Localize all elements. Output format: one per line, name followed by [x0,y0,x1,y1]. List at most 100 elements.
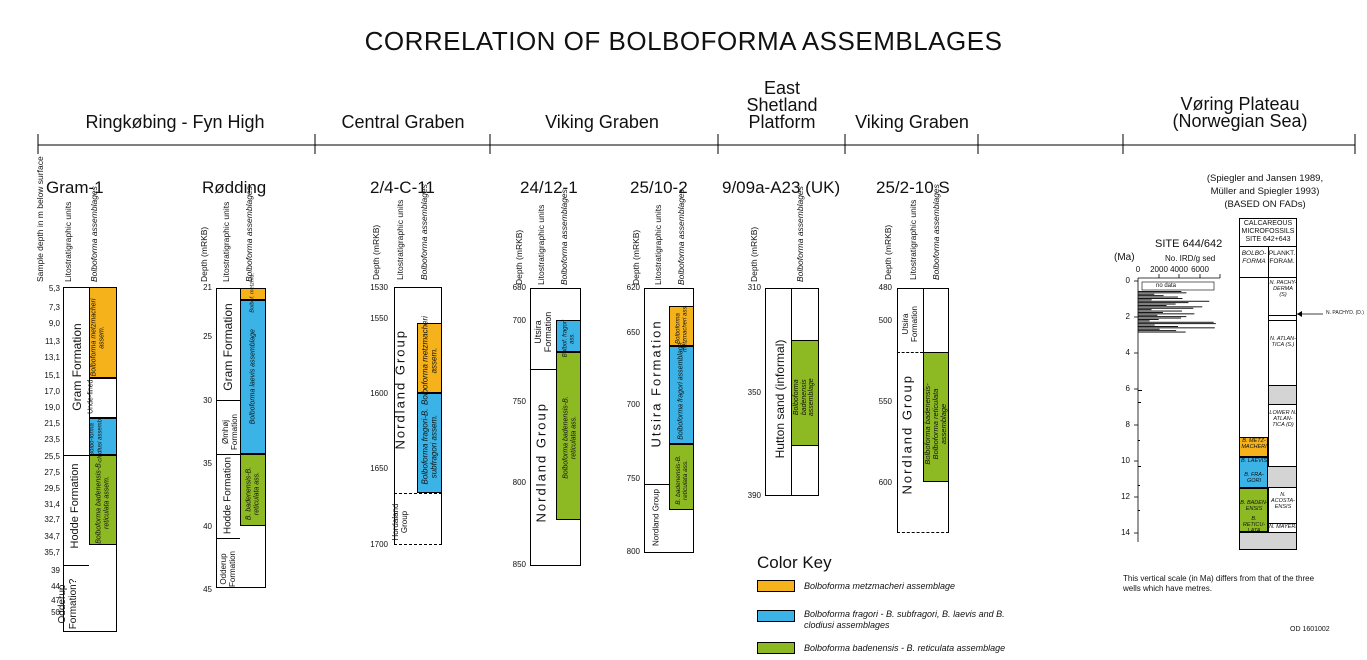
ird-bar [1138,485,1140,486]
ird-bar [1138,317,1182,319]
ird-bar [1138,299,1152,301]
w25-fragori-label: Bolboforma fragori assemblage [677,342,685,440]
uk-badenensis-label: Bolboforma badenensis assemblage [792,378,815,417]
w24-bolbo-header: Bolboforma assemblages [559,189,569,285]
voring-fragori-label: B. FRA-GORI [1244,472,1264,484]
pachyd-arrow [1297,311,1323,317]
voring-badenensis-fill [1239,488,1268,532]
ird-bar [1138,321,1214,323]
voring-lower-atlantica-label: LOWER N. ATLAN-TICA (D) [1269,410,1297,428]
w24-tick: 850 [512,560,526,569]
ird-plot [1134,274,1221,542]
w24-litho-header: Litostratigraphic units [536,204,546,285]
bolbo-col-header: BOLBO-FORMA [1241,250,1267,265]
ird-bar [1138,330,1177,332]
w24-tick: 680 [512,283,526,292]
w25-litho-header: Litostratigraphic units [653,204,663,285]
ird-bar [1138,291,1182,292]
rodding-badenensis-label: B. badenensis-B. reticulata ass. [245,466,261,521]
region-voring: Vøring Plateau (Norwegian Sea) [1172,94,1308,131]
w252-bolbo-header: Bolboforma assemblages [931,184,941,280]
w24-depth-header: Depth (mRKB) [514,229,524,285]
ma-tick: 14 [1121,528,1130,537]
voring-gray-3 [1239,532,1297,550]
voring-line-1 [1268,315,1297,316]
ird-tick: 2000 [1150,265,1168,274]
w252-depth-header: Depth (mRKB) [883,224,893,280]
w25-badenensis-label: B. badenensis-B. reticulata ass. [675,455,689,505]
c11-depth-header: Depth (mRKB) [371,224,381,280]
ird-bar [1138,402,1141,403]
rodding-tick: 45 [203,585,212,594]
gram1-tick: 21,5 [44,419,60,428]
well-name-25-2-10s: 25/2-10 S [876,178,950,197]
plankt-col-header: PLANKT. FORAM. [1268,250,1296,265]
voring-ma-label: (Ma) [1114,252,1135,263]
gram1-tick: 34,7 [44,532,60,541]
rodding-laevis-fill [240,300,266,454]
ird-bar [1138,327,1215,329]
w252-tick: 600 [878,478,892,487]
rodding-depth-header: Depth (mRKB) [199,226,209,282]
rodding-metzma-label: Bolbof. metzma. [249,272,256,313]
w252-litho-header: Litostratigraphic units [908,199,918,280]
region-central-graben: Central Graben [341,112,465,132]
gram1-tick: 39 [51,566,60,575]
uk-badenensis-fill [791,340,819,446]
voring-metzmacheri-fill [1239,437,1268,457]
voring-ird-label: No. IRD/g sed [1165,254,1216,263]
well-name-24-12-1: 24/12-1 [520,178,578,197]
c11-tick: 1600 [370,389,388,398]
gram1-gram-formation: Gram Formation [70,323,84,411]
well-name-gram1: Gram-1 [46,178,104,197]
gram1-clodiusi-label: Bolbo-forma clodiusi assemb. [89,417,104,462]
ird-bar [1138,293,1155,295]
voring-scale-note: This vertical scale (in Ma) differs from… [1123,574,1315,593]
uk-depth-header: Depth (mRKB) [749,226,759,282]
color-key-title: Color Key [757,553,832,572]
ird-bar [1138,328,1160,330]
rodding-odderup-formation: Odderup Formation [219,551,237,588]
ird-tick: 0 [1135,265,1141,274]
c11-nordland-group: Nordland Group [392,329,408,450]
ird-bar [1138,390,1142,391]
ird-bar [1138,296,1178,298]
voring-reticulata-label: B. RETICU-LATA [1242,516,1266,534]
w25-depth-header: Depth (mRKB) [631,229,641,285]
w24-badenensis-label: Bolboforma badenensis-B. reticulata ass. [562,396,578,479]
w24-tick: 700 [512,316,526,325]
w24-tick: 800 [512,478,526,487]
c11-tick: 1550 [370,314,388,323]
well-name-25-10-2: 25/10-2 [630,178,688,197]
gram1-tick: 27,5 [44,468,60,477]
ird-bar [1138,298,1183,299]
gram1-undefined-box [89,378,117,418]
w24-badenensis-fill [556,352,581,520]
w25-tick: 650 [626,328,640,337]
ma-tick: 2 [1125,312,1130,321]
ird-bar [1138,303,1176,305]
ma-tick: 0 [1125,276,1130,285]
rodding-bolbo-header: Bolboforma assemblages [244,186,254,282]
ird-bar [1138,300,1210,302]
ma-tick: 12 [1121,492,1130,501]
ird-bar [1138,305,1167,306]
voring-badenensis-label: B. BADEN-ENSIS [1240,500,1268,512]
gram1-tick: 13,1 [44,353,60,362]
w24-tick: 750 [512,397,526,406]
region-viking-graben-2: Viking Graben [855,112,969,132]
gram1-tick: 11,3 [45,337,60,346]
gram1-tick: 29,5 [44,484,60,493]
w25-fragori-fill [669,346,694,444]
w24-divider [530,369,556,370]
c11-metzmacheri-fill [417,323,442,393]
gram1-tick: 23,5 [44,435,60,444]
w252-tick: 550 [878,397,892,406]
ird-tick: 6000 [1191,265,1209,274]
w252-nordland-group: Nordland Group [899,374,915,495]
uk-hutton-sand: Hutton sand (informal) [773,339,787,459]
rodding-tick: 25 [203,332,212,341]
rodding-laevis-label: Bolboforma laevis assemblage [249,329,257,425]
w25-tick: 620 [626,283,640,292]
uk-tick: 310 [747,283,761,292]
